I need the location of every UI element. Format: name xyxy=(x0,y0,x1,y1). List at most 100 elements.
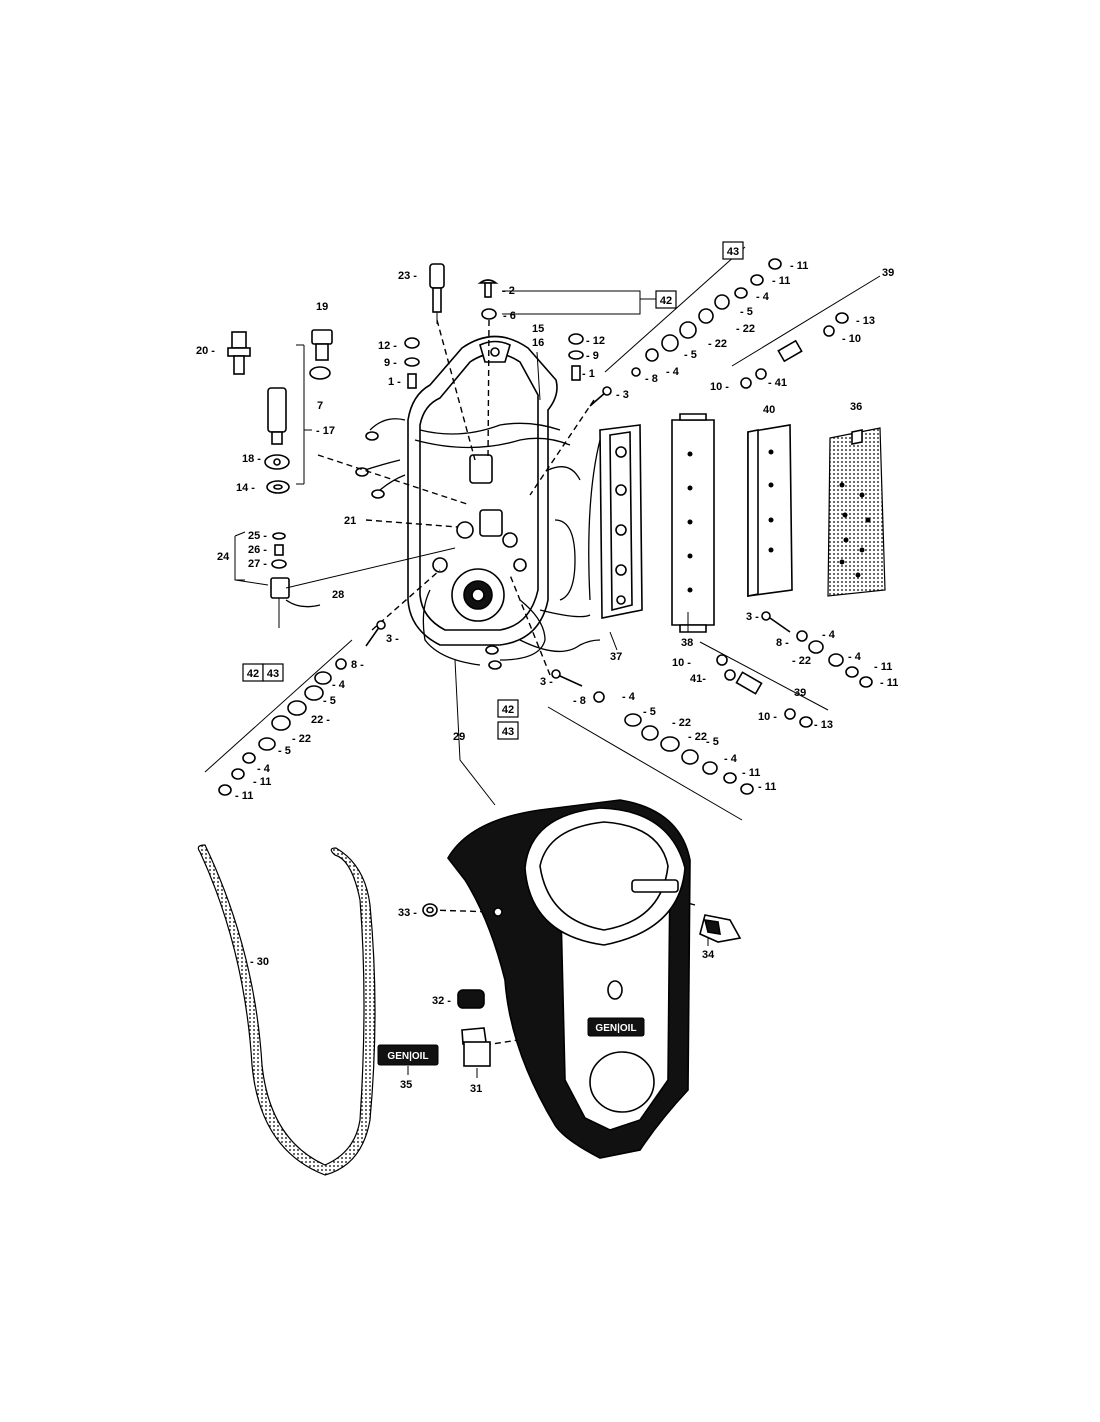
callout: - 2 xyxy=(502,285,515,297)
washer-7 xyxy=(309,366,331,380)
svg-text:43: 43 xyxy=(267,668,279,680)
callout: 1 - xyxy=(388,376,401,388)
callout: - 4 xyxy=(622,691,636,703)
callout: 27 - xyxy=(248,558,267,570)
callout: - 11 xyxy=(772,275,790,287)
svg-text:42: 42 xyxy=(502,704,514,716)
callout: - 5 xyxy=(706,736,719,748)
boxed-ref-43-left: 43 xyxy=(262,663,284,682)
wing-nut-18 xyxy=(264,454,290,470)
callout: 22 - xyxy=(311,714,330,726)
callout: 31 xyxy=(470,1083,482,1095)
callout: - 11 xyxy=(874,661,892,673)
callout: 9 - xyxy=(384,357,397,369)
callout: - 22 xyxy=(672,717,691,729)
spacer-stack-39-lower xyxy=(699,641,829,728)
callout: - 11 xyxy=(253,776,271,788)
screw-3-left xyxy=(365,620,386,647)
callout: 16 xyxy=(532,337,544,349)
callout: 3 - xyxy=(540,676,553,688)
switch-sockets xyxy=(432,454,527,573)
stud-20 xyxy=(227,331,251,375)
callout: - 5 xyxy=(643,706,656,718)
wiring-harness xyxy=(355,418,601,670)
callout: 10 - xyxy=(672,657,691,669)
callout: - 22 xyxy=(708,338,727,350)
callout: - 22 xyxy=(736,323,755,335)
boxed-ref-42-left: 42 xyxy=(242,663,264,682)
callout: 38 xyxy=(681,637,693,649)
washer-stack-left xyxy=(204,639,353,796)
callout: 41- xyxy=(690,673,706,685)
callout: 25 - xyxy=(248,530,267,542)
callout: 33 - xyxy=(398,907,417,919)
channel-40 xyxy=(747,424,793,597)
washer-stack-lower xyxy=(547,691,754,821)
screw-3-right xyxy=(761,611,791,633)
callout: - 11 xyxy=(758,781,776,793)
callout: 35 xyxy=(400,1079,412,1091)
callout: 39 xyxy=(794,687,806,699)
bolt-19 xyxy=(311,329,333,361)
terminal-bracket-37 xyxy=(588,424,643,619)
plate-38 xyxy=(671,413,715,633)
gen-oil-panel-badge: GEN|OIL xyxy=(587,1017,645,1037)
callout: - 22 xyxy=(792,655,811,667)
dashed-leaders xyxy=(317,319,696,1046)
callout: 39 xyxy=(882,267,894,279)
callout: - 4 xyxy=(257,763,271,775)
callout: - 4 xyxy=(666,366,680,378)
callout: - 4 xyxy=(848,651,862,663)
svg-text:43: 43 xyxy=(727,246,739,258)
headlamp-housing-29 xyxy=(447,799,691,1159)
spacer-stack-39-upper xyxy=(731,275,881,389)
callout: - 17 xyxy=(316,425,335,437)
callout: - 5 xyxy=(323,695,336,707)
callout: 10 - xyxy=(710,381,729,393)
callout: 15 xyxy=(532,323,544,335)
callout: - 8 xyxy=(573,695,586,707)
callout: 34 xyxy=(702,949,715,961)
callout: - 1 xyxy=(582,368,595,380)
callout: 10 - xyxy=(758,711,777,723)
gen-oil-badge-35: GEN|OIL xyxy=(377,1044,439,1066)
callout: - 6 xyxy=(503,310,516,322)
gen-oil-panel-text: GEN|OIL xyxy=(595,1023,636,1034)
callout: - 3 xyxy=(616,389,629,401)
indicator-31 xyxy=(461,1027,491,1067)
callout: 32 - xyxy=(432,995,451,1007)
callout: - 4 xyxy=(724,753,738,765)
washer-stack-lower-right xyxy=(796,630,873,688)
screw-3-upper xyxy=(589,386,612,407)
callout: - 11 xyxy=(880,677,898,689)
callout: 7 xyxy=(317,400,323,412)
screw-3-lower xyxy=(551,669,583,687)
callout: 26 - xyxy=(248,544,267,556)
hardware-stack-right xyxy=(568,333,584,381)
washer-6 xyxy=(481,308,497,320)
boxed-ref-43-top: 43 xyxy=(722,241,744,260)
callout: - 11 xyxy=(235,790,253,802)
gauge-body xyxy=(451,568,505,622)
plug-32 xyxy=(457,989,485,1009)
boxed-ref-43-lower: 43 xyxy=(497,721,519,740)
gasket-30 xyxy=(197,844,376,1176)
callout: - 22 xyxy=(688,731,707,743)
screw-2 xyxy=(477,279,499,298)
callout: 19 xyxy=(316,301,328,313)
callout: - 5 xyxy=(740,306,753,318)
callout-labels: 23 - - 2 - 6 15 16 12 - 9 - 1 - - 12 - 9… xyxy=(196,260,898,1095)
callout: 3 - xyxy=(386,633,399,645)
callout: - 41 xyxy=(768,377,787,389)
callout: - 9 xyxy=(586,350,599,362)
gen-oil-loose-text: GEN|OIL xyxy=(387,1051,428,1062)
callout: - 13 xyxy=(814,719,833,731)
callout: 24 xyxy=(217,551,230,563)
callout: - 4 xyxy=(756,291,770,303)
callout: - 4 xyxy=(822,629,836,641)
callout: - 13 xyxy=(856,315,875,327)
callout: 28 xyxy=(332,589,344,601)
callout: - 12 xyxy=(586,335,605,347)
callout: 14 - xyxy=(236,482,255,494)
